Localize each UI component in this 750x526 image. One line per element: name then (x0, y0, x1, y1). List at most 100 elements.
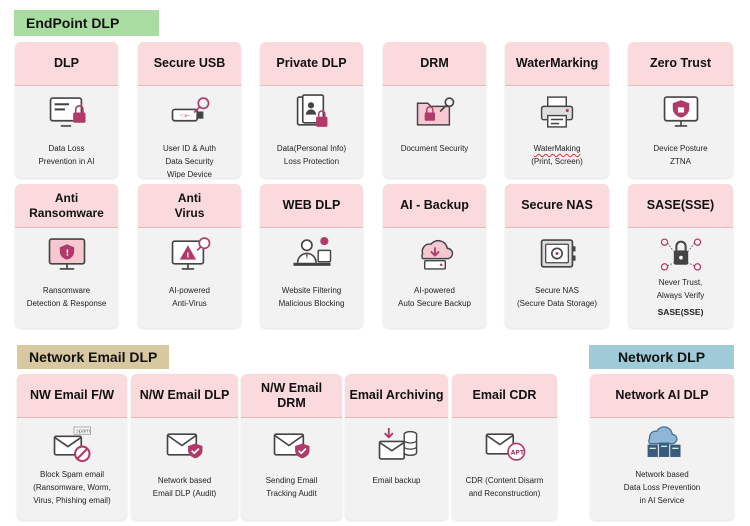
card-description-line: Data Loss Prevention (623, 483, 701, 492)
card-title: WEB DLP (260, 184, 363, 228)
document-lock-icon (291, 94, 333, 130)
card-title: Secure NAS (505, 184, 609, 228)
user-desk-icon (291, 236, 333, 272)
card-description-line: User ID & Auth (163, 144, 216, 153)
card-description: Document Security (387, 142, 482, 155)
envelope-apt-icon: APT (484, 426, 526, 462)
svg-text:!: ! (65, 248, 69, 258)
card-description-line: and Reconstruction) (468, 489, 541, 498)
padlock-network-icon (660, 236, 702, 272)
card-description: Secure NAS(Secure Data Storage) (509, 284, 605, 310)
card-title: SASE(SSE) (628, 184, 733, 228)
card-description-line: Wipe Device (167, 170, 212, 178)
svg-text:spam: spam (76, 429, 90, 435)
card-description-line: Data Security (165, 157, 214, 166)
card-description-line: Network based (157, 476, 212, 485)
svg-text:APT: APT (510, 449, 524, 456)
card-description-line: Device Posture (653, 144, 708, 153)
card-description-line: Data(Personal Info) (276, 144, 347, 153)
card-description-line: Auto Secure Backup (398, 299, 471, 308)
card-description-line: AI-powered (414, 286, 455, 295)
section-network-dlp: Network DLP (589, 345, 734, 369)
svg-text:!: ! (186, 251, 189, 260)
card-description-line: CDR (Content Disarm (465, 476, 544, 485)
folder-key-icon (414, 94, 456, 130)
card-description: Email backup (349, 474, 444, 487)
card-title: Anti Ransomware (15, 184, 118, 228)
card-title: Email Archiving (345, 374, 448, 418)
card-description: Data(Personal Info) Loss Protection (264, 142, 359, 168)
envelope-block-icon: spam (51, 426, 93, 462)
card-description-line: AI-powered (169, 286, 210, 295)
card-description: Block Spam email(Ransomware, Worm,Virus,… (21, 468, 123, 507)
card-description-line: ZTNA (670, 157, 691, 166)
card-description-line: Prevention in AI (38, 157, 95, 166)
card-description-line: Detection & Response (26, 299, 107, 308)
server-cloud-icon (641, 422, 683, 458)
card-title: N/W Email DRM (241, 374, 342, 418)
card-description-line: Website Filtering (281, 286, 342, 295)
card-description: WaterMaking(Print, Screen) (509, 142, 605, 168)
card-description-line: Always Verify (656, 291, 705, 300)
safe-icon (536, 236, 578, 272)
monitor-lock-icon (46, 94, 88, 130)
card-title: NW Email F/W (17, 374, 127, 418)
card-description-line: (Ransomware, Worm, (33, 483, 111, 492)
card-description-line: Ransomware (42, 286, 91, 295)
card-description-line: Loss Protection (283, 157, 340, 166)
card-description-line: Data Loss (48, 144, 85, 153)
usb-key-icon: -:»- (169, 94, 211, 130)
card-description-line: Secure NAS (534, 286, 580, 295)
card-description-line: Never Trust, (658, 278, 703, 287)
card-description-line: Malicious Blocking (278, 299, 345, 308)
card-description-line: Block Spam email (39, 470, 105, 479)
card-email-cdr: Email CDR APT CDR (Content Disarm and Recon… (452, 374, 557, 520)
printer-icon (536, 94, 578, 130)
card-title: AI - Backup (383, 184, 486, 228)
card-description-bold: SASE(SSE) (657, 307, 704, 317)
card-private-dlp: Private DLP Data(Personal Info) Loss Prote… (260, 42, 363, 178)
card-title: Secure USB (138, 42, 241, 86)
card-description-line: Anti-Virus (172, 299, 207, 308)
card-title: WaterMarking (505, 42, 609, 86)
envelope-database-icon (376, 426, 418, 462)
envelope-check-icon (164, 426, 206, 462)
section-endpoint-dlp: EndPoint DLP (14, 10, 159, 36)
card-description-line: Email DLP (Audit) (152, 489, 217, 498)
card-title: Network AI DLP (590, 374, 734, 418)
card-description-line: Tracking Audit (266, 489, 317, 498)
cloud-backup-icon (414, 236, 456, 272)
envelope-shield-icon (271, 426, 313, 462)
card-title: N/W Email DLP (131, 374, 238, 418)
card-title: Private DLP (260, 42, 363, 86)
monitor-warning-icon: ! (169, 236, 211, 272)
card-title: Email CDR (452, 374, 557, 418)
card-description-line: WaterMaking (533, 144, 581, 153)
section-network-email-dlp: Network Email DLP (17, 345, 169, 369)
card-description: CDR (Content Disarm and Reconstruction) (456, 474, 553, 500)
